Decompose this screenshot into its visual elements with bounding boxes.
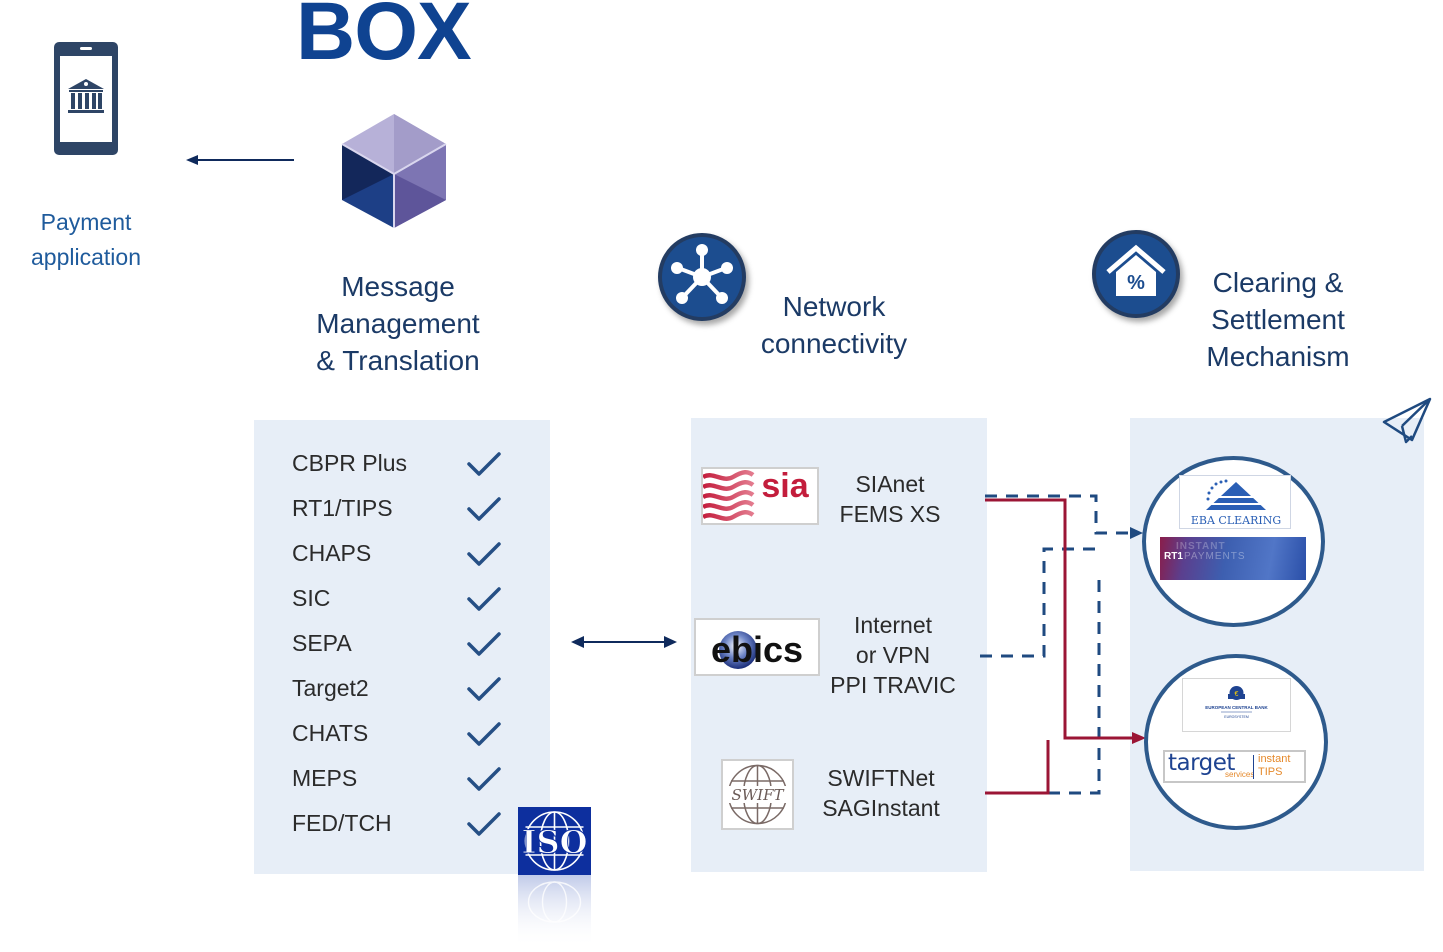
message-title-line2: Management: [316, 308, 480, 339]
network-title-line1: Network: [782, 291, 886, 322]
ebics-logo-text: ebics: [711, 629, 803, 670]
bidirectional-arrow: [571, 636, 677, 648]
payment-application-label: Payment application: [10, 205, 162, 275]
target-services-text: services: [1225, 770, 1255, 779]
tips-text: TIPS: [1258, 766, 1283, 778]
rt1-label: RT1: [1164, 551, 1183, 562]
message-standards-panel: [254, 420, 550, 874]
target-tips-logo: target services instant TIPS: [1163, 750, 1306, 783]
swift-solid-connection: [985, 740, 1050, 795]
iso-badge: ISO: [518, 807, 591, 947]
standard-row: RT1/TIPS: [292, 493, 532, 533]
payment-application-line1: Payment: [40, 209, 132, 235]
rt1-payments-text: PAYMENTS: [1184, 551, 1246, 562]
house-percent-icon: %: [1092, 230, 1180, 318]
standard-label: Target2: [292, 675, 369, 701]
swift-logo: SWIFT: [721, 759, 794, 830]
checkmark-icon: [467, 767, 501, 791]
ebics-line3: PPI TRAVIC: [830, 672, 956, 698]
standard-label: CBPR Plus: [292, 450, 408, 476]
network-hub-icon: [658, 233, 746, 321]
swift-logo-text: SWIFT: [731, 786, 784, 804]
message-title-line3: & Translation: [316, 345, 480, 376]
standard-row: SEPA: [292, 628, 532, 668]
swift-line2: SAGInstant: [822, 795, 940, 821]
network-title-line2: connectivity: [760, 328, 908, 359]
checkmark-icon: [467, 452, 501, 476]
standard-row: SIC: [292, 583, 532, 623]
standard-label: SEPA: [292, 630, 352, 656]
svg-text:%: %: [1127, 272, 1145, 294]
standard-row: FED/TCH: [292, 808, 532, 848]
checkmark-icon: [467, 677, 501, 701]
box-logo: BOX: [296, 0, 472, 77]
sia-dashed-connection: [985, 494, 1130, 535]
standard-row: CBPR Plus: [292, 448, 532, 488]
payment-application-line2: application: [31, 244, 141, 270]
sia-line2: FEMS XS: [839, 501, 941, 527]
rt1-instant-text: INSTANT: [1176, 541, 1226, 552]
clearing-title-line2: Settlement: [1211, 304, 1345, 335]
ebics-line2: or VPN: [855, 642, 931, 668]
checkmark-icon: [467, 722, 501, 746]
message-title-line1: Message: [341, 271, 455, 302]
svg-text:€: €: [1235, 691, 1239, 698]
standard-label: RT1/TIPS: [292, 495, 393, 521]
swift-line1: SWIFTNet: [827, 765, 935, 791]
instant-text: instant: [1258, 753, 1291, 765]
paper-plane-icon: [1382, 396, 1434, 444]
standard-row: CHATS: [292, 718, 532, 758]
mobile-bank-icon: [54, 42, 120, 156]
standard-row: MEPS: [292, 763, 532, 803]
standard-row: CHAPS: [292, 538, 532, 578]
standard-label: FED/TCH: [292, 810, 392, 836]
ebics-dashed-connection: [980, 547, 1101, 658]
checkmark-icon: [467, 542, 501, 566]
target-text: target: [1168, 750, 1235, 776]
rt1-instant-payments-banner: INSTANT RT1 PAYMENTS: [1160, 537, 1306, 580]
ecb-logo: € EUROPEAN CENTRAL BANK EUROSYSTEM: [1182, 678, 1291, 732]
sia-line1: SIAnet: [855, 471, 925, 497]
ebics-line1: Internet: [854, 612, 932, 638]
eba-clearing-text: EBA CLEARING: [1191, 514, 1281, 527]
clearing-title-line3: Mechanism: [1206, 341, 1350, 372]
standard-label: CHAPS: [292, 540, 372, 566]
ecb-eurosystem-text: EUROSYSTEM: [1224, 715, 1249, 719]
checkmark-icon: [467, 587, 501, 611]
cube-icon: [338, 112, 450, 230]
standard-label: SIC: [292, 585, 331, 611]
swift-provider-label: SWIFTNet SAGInstant: [808, 763, 954, 823]
standard-label: CHATS: [292, 720, 369, 746]
sia-provider-label: SIAnet FEMS XS: [832, 469, 948, 529]
checkmark-icon: [467, 812, 501, 836]
sia-logo-text: sia: [761, 469, 809, 505]
sia-logo: sia: [701, 467, 819, 525]
standard-row: Target2: [292, 673, 532, 713]
clearing-section-title: Clearing & Settlement Mechanism: [1160, 264, 1396, 375]
clearing-title-line1: Clearing &: [1212, 267, 1344, 298]
checkmark-icon: [467, 632, 501, 656]
sia-solid-connection: [985, 498, 1133, 740]
arrow-to-payment-app: [186, 155, 294, 165]
ebics-provider-label: Internet or VPN PPI TRAVIC: [818, 610, 968, 700]
standard-label: MEPS: [292, 765, 358, 791]
message-section-title: Message Management & Translation: [258, 268, 538, 379]
checkmark-icon: [467, 497, 501, 521]
network-section-title: Network connectivity: [720, 288, 948, 362]
ecb-name-text: EUROPEAN CENTRAL BANK: [1205, 705, 1268, 710]
iso-badge-text: ISO: [522, 823, 588, 861]
eba-clearing-logo: EBA CLEARING: [1179, 475, 1291, 529]
swift-dashed-connection: [985, 575, 1101, 795]
ebics-logo: ebics: [694, 618, 820, 676]
